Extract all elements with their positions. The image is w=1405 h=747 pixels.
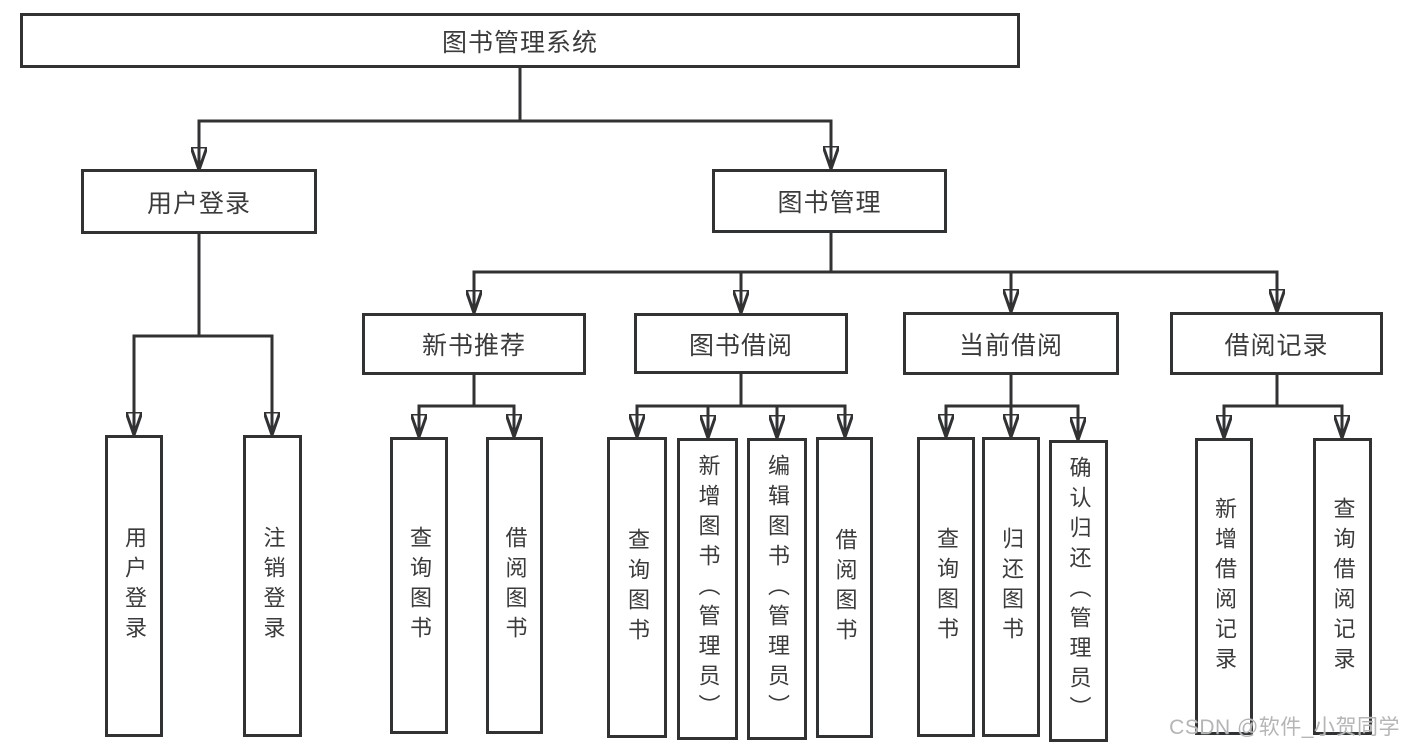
node-book-management: 图书管理 (712, 169, 947, 233)
leaf-add-book-admin: 新增图书（管理员） (677, 438, 738, 740)
leaf-add-borrow-record: 新增借阅记录 (1195, 438, 1253, 735)
connector-line (417, 373, 516, 408)
csdn-watermark: CSDN @软件_小贺同学 (1169, 716, 1400, 739)
node-label: 用户登录 (146, 189, 251, 218)
connector-line (197, 66, 833, 123)
connector-line (472, 231, 1279, 274)
connector-line (944, 373, 1080, 408)
leaf-query-books-borrowing: 查询图书 (607, 437, 667, 738)
node-label: 借阅图书 (832, 527, 858, 648)
node-label: 注销登录 (260, 526, 286, 646)
leaf-query-books-current: 查询图书 (917, 437, 975, 737)
node-label: 新增图书（管理员） (695, 454, 721, 724)
leaf-borrow-books: 借阅图书 (816, 437, 873, 738)
node-label: 确认归还（管理员） (1066, 456, 1092, 726)
node-label: 新书推荐 (421, 332, 526, 360)
connector-line (132, 232, 274, 338)
node-label: 图书管理系统 (441, 28, 598, 57)
node-label: 查询图书 (934, 527, 959, 647)
node-label: 借阅图书 (502, 525, 528, 646)
leaf-query-borrow-record: 查询借阅记录 (1313, 438, 1372, 735)
node-label: 归还图书 (999, 527, 1024, 647)
leaf-logout: 注销登录 (243, 435, 302, 737)
node-user-login: 用户登录 (81, 169, 317, 234)
node-book-borrowing: 图书借阅 (634, 313, 848, 374)
leaf-confirm-return-admin: 确认归还（管理员） (1049, 440, 1108, 742)
leaf-borrow-books-recommend: 借阅图书 (486, 437, 543, 734)
connector-line (1222, 373, 1344, 408)
node-label: 查询图书 (625, 527, 650, 648)
node-label: 图书借阅 (688, 331, 793, 360)
node-library-system: 图书管理系统 (20, 13, 1020, 68)
leaf-return-books: 归还图书 (982, 437, 1040, 737)
node-label: 新增借阅记录 (1212, 496, 1237, 677)
node-label: 查询借阅记录 (1330, 496, 1356, 677)
node-label: 当前借阅 (958, 331, 1063, 360)
node-label: 图书管理 (777, 189, 882, 217)
node-borrowing-records: 借阅记录 (1170, 312, 1383, 375)
node-label: 查询图书 (407, 525, 432, 646)
leaf-query-books-recommend: 查询图书 (390, 437, 448, 734)
node-current-borrowing: 当前借阅 (903, 312, 1119, 375)
node-label: 用户登录 (122, 526, 147, 646)
leaf-edit-book-admin: 编辑图书（管理员） (747, 438, 807, 740)
connector-line (635, 372, 847, 408)
node-new-book-recommend: 新书推荐 (362, 313, 586, 375)
leaf-user-login: 用户登录 (105, 435, 163, 737)
node-label: 编辑图书（管理员） (765, 454, 790, 724)
node-label: 借阅记录 (1224, 331, 1329, 360)
